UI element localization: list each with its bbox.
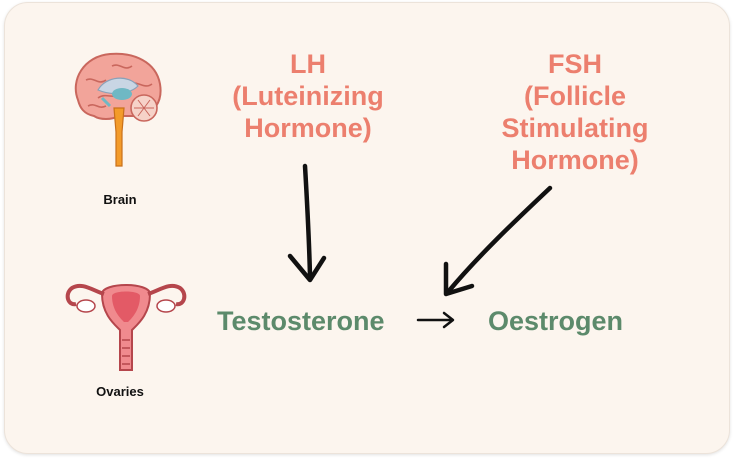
oestrogen-label: Oestrogen	[488, 306, 624, 336]
testosterone-label: Testosterone	[217, 306, 385, 336]
ovaries-label: Ovaries	[96, 384, 144, 399]
fsh-full-name-line1: (Follicle	[523, 81, 626, 111]
fsh-abbr: FSH	[548, 49, 602, 79]
lh-label: LH (Luteinizing Hormone)	[200, 48, 416, 144]
brain-icon	[74, 52, 162, 167]
lh-abbr: LH	[290, 49, 326, 79]
brain-label: Brain	[103, 192, 137, 207]
uterus-ovaries-icon	[65, 283, 187, 371]
lh-full-name-line1: (Luteinizing	[232, 81, 384, 111]
fsh-label: FSH (Follicle Stimulating Hormone)	[470, 48, 680, 176]
lh-full-name-line2: Hormone)	[244, 113, 372, 143]
fsh-full-name-line2: Stimulating	[501, 113, 649, 143]
fsh-full-name-line3: Hormone)	[511, 145, 639, 175]
